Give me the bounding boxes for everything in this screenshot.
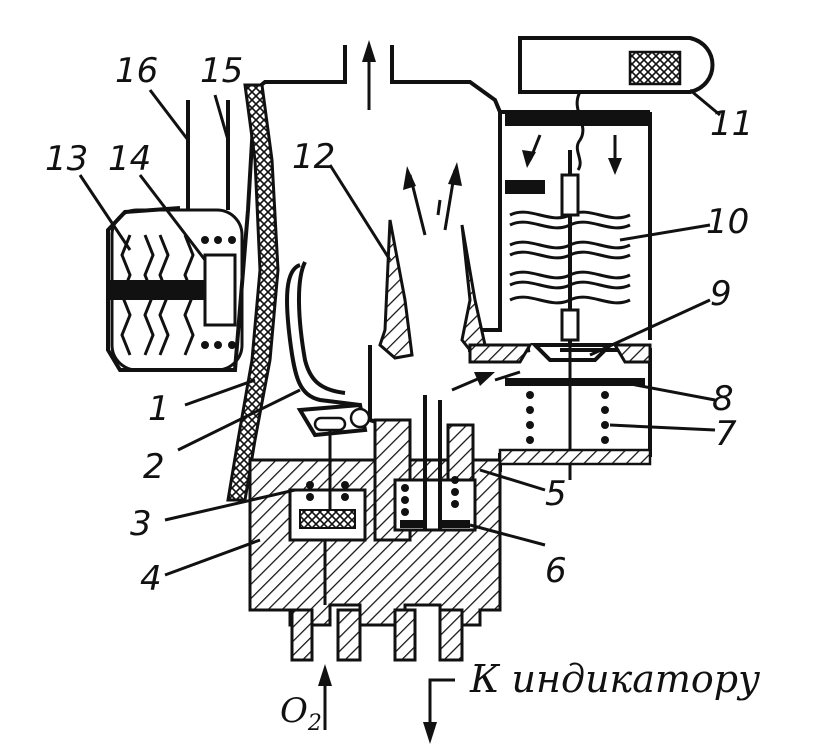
label-15: 15 — [200, 51, 243, 91]
label-1: 1 — [148, 389, 170, 429]
lower-body — [248, 395, 502, 662]
aneroid-chamber — [468, 36, 715, 364]
label-2: 2 — [143, 447, 165, 487]
label-16: 16 — [115, 51, 158, 91]
label-12: 12 — [292, 137, 335, 177]
lever — [285, 261, 371, 438]
label-8: 8 — [712, 379, 734, 419]
label-14: 14 — [108, 139, 151, 179]
leader-lines — [78, 88, 721, 577]
label-10: 10 — [706, 202, 749, 242]
label-3: 3 — [130, 504, 152, 544]
spring-chamber — [498, 345, 652, 480]
indicator-arrow — [423, 678, 455, 744]
label-6: 6 — [545, 551, 567, 591]
label-7: 7 — [715, 414, 737, 454]
label-9: 9 — [710, 274, 732, 314]
label-4: 4 — [140, 559, 162, 599]
flow-arrows — [403, 162, 521, 392]
label-5: 5 — [545, 474, 567, 514]
label-13: 13 — [45, 139, 88, 179]
label-11: 11 — [710, 104, 753, 144]
injector-nozzle — [368, 219, 531, 427]
inlet-label-o2: O2 — [280, 691, 322, 736]
inlet-arrow — [318, 664, 332, 730]
left-capsule — [110, 100, 244, 372]
outlet-arrow — [362, 40, 376, 110]
indicator-caption: К индикатору — [469, 657, 760, 701]
